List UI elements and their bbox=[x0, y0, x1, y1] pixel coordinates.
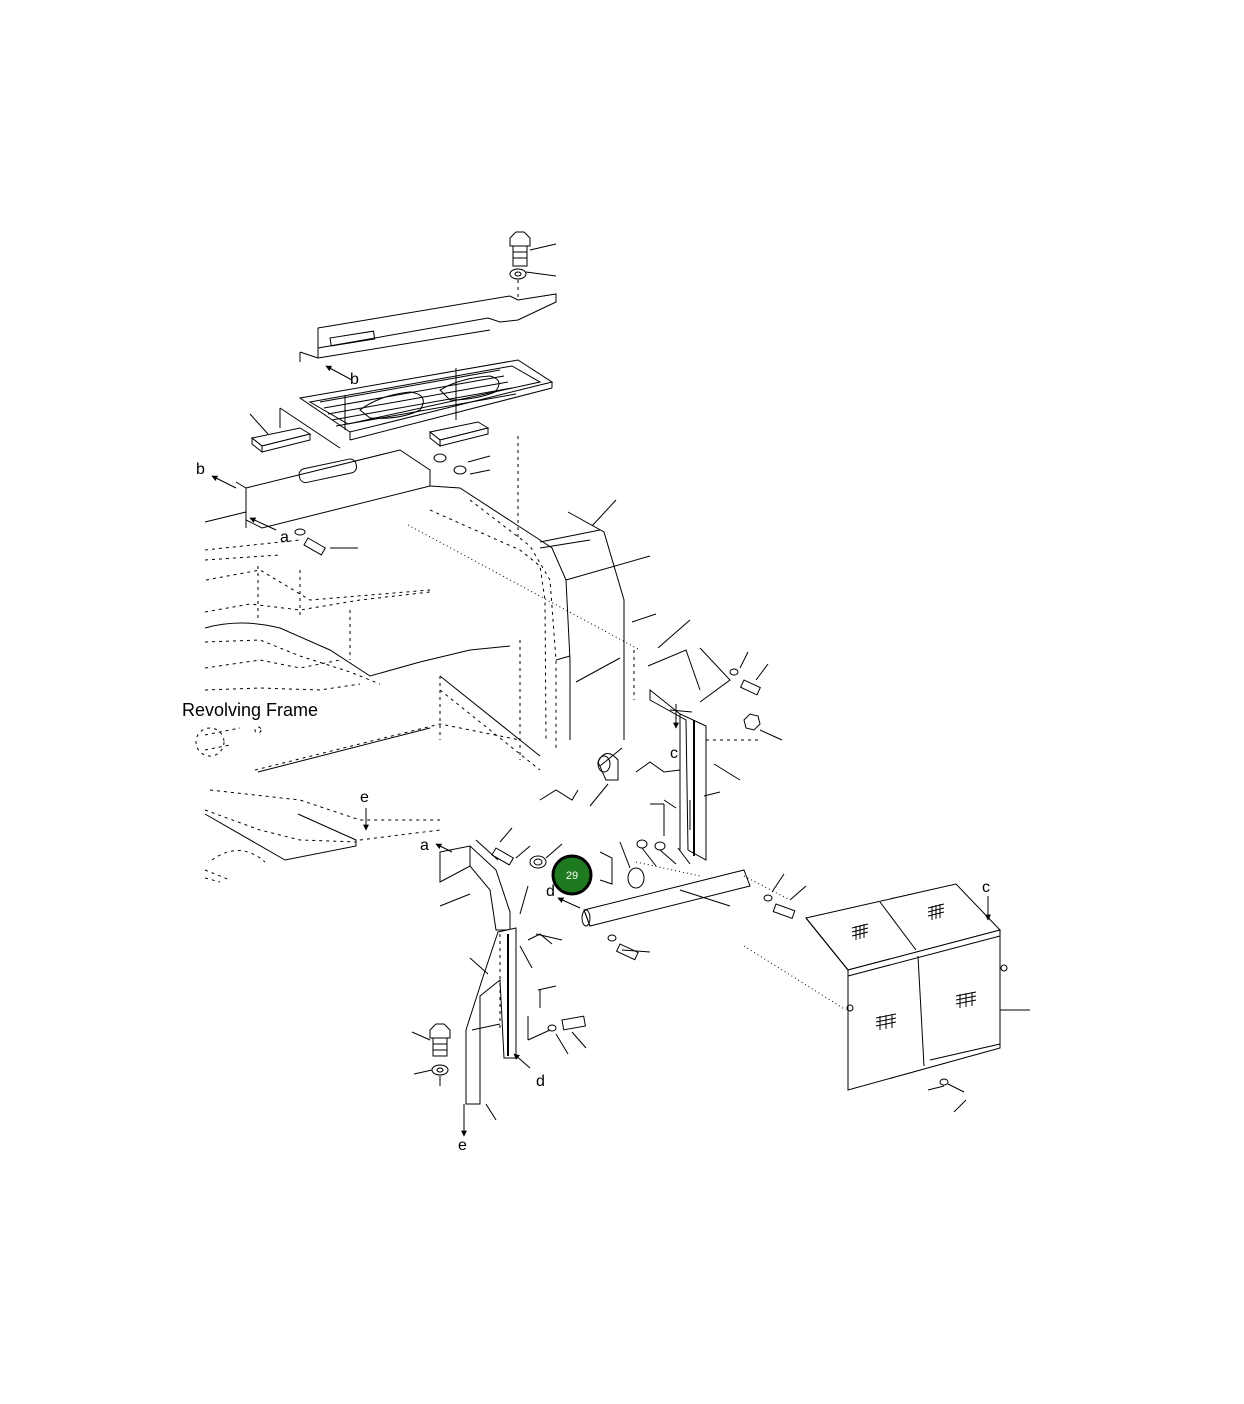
bolt-crossbar-lower bbox=[607, 934, 651, 961]
bolt-lower-mid bbox=[547, 1015, 587, 1055]
ref-letter-e-lower: e bbox=[458, 1137, 467, 1154]
part-callout-29[interactable]: 29 bbox=[551, 854, 593, 896]
bolt-right-upper bbox=[729, 651, 769, 696]
ref-letter-c-right: c bbox=[982, 879, 990, 896]
ref-letter-a-upper: a bbox=[280, 529, 289, 546]
ref-letter-d-lower: d bbox=[536, 1073, 545, 1090]
rubber-pad-right bbox=[428, 421, 490, 448]
bolt-crossbar-right bbox=[763, 873, 807, 919]
ref-letter-e-mid: e bbox=[360, 789, 369, 806]
right-upright-bracket bbox=[647, 619, 760, 861]
washers-mid bbox=[636, 839, 691, 867]
ref-letter-c-mid: c bbox=[670, 745, 678, 762]
ref-letter-d-mid: d bbox=[546, 883, 555, 900]
bushing-left bbox=[519, 843, 613, 915]
revolving-frame-body bbox=[195, 539, 541, 883]
ref-letter-b-left: b bbox=[196, 461, 205, 478]
bolt-a-upper bbox=[294, 528, 358, 556]
hose-clamp-bracket bbox=[539, 747, 681, 807]
tread-grating bbox=[298, 359, 554, 441]
vent-grilles bbox=[851, 903, 977, 1030]
cross-bar bbox=[581, 841, 847, 1011]
callout-number[interactable]: 29 bbox=[566, 870, 578, 882]
lower-vertical-plate bbox=[465, 927, 563, 1121]
ref-letter-a-lower: a bbox=[420, 837, 429, 854]
lower-left-bracket bbox=[439, 827, 531, 931]
screw-box-bottom bbox=[927, 1078, 967, 1113]
bolt-lower-left bbox=[411, 1023, 451, 1086]
top-washer bbox=[509, 268, 557, 300]
rubber-pad-left bbox=[249, 413, 312, 454]
side-cover-box bbox=[805, 883, 1030, 1091]
top-bolt bbox=[509, 231, 557, 267]
mid-frame-panel bbox=[407, 436, 657, 750]
ref-letter-b-upper: b bbox=[350, 371, 359, 388]
assembly-label: Revolving Frame bbox=[182, 700, 318, 720]
top-cover-plate bbox=[299, 293, 557, 362]
callout-badge[interactable] bbox=[551, 854, 593, 896]
nut-right bbox=[743, 713, 783, 741]
upper-deck-plate bbox=[204, 449, 491, 529]
